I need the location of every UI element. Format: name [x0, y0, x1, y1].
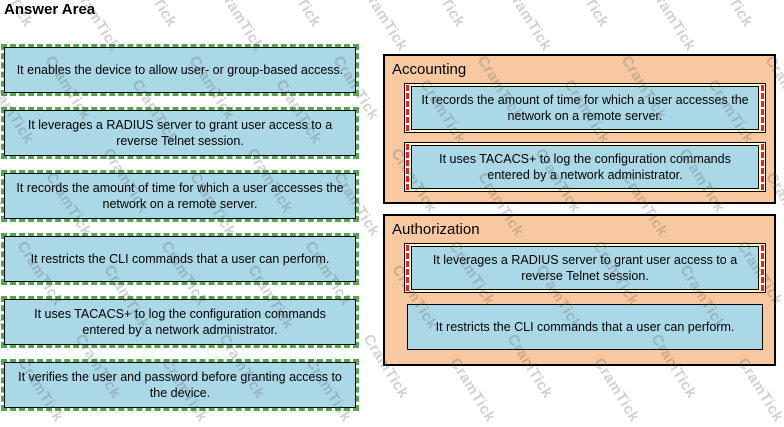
drag-option-4[interactable]: It restricts the CLI commands that a use… [1, 233, 359, 285]
accounting-title: Accounting [392, 61, 467, 78]
drag-option-2[interactable]: It leverages a RADIUS server to grant us… [1, 107, 359, 159]
authorization-drop-slot-2[interactable]: It restricts the CLI commands that a use… [404, 302, 766, 352]
drag-option-3[interactable]: It records the amount of time for which … [1, 170, 359, 222]
drag-option-5[interactable]: It uses TACACS+ to log the configuration… [1, 296, 359, 348]
authorization-slots: It leverages a RADIUS server to grant us… [385, 241, 774, 352]
drag-option-tile[interactable]: It restricts the CLI commands that a use… [4, 236, 356, 282]
accounting-drop-slot-2[interactable]: It uses TACACS+ to log the configuration… [404, 142, 766, 192]
authorization-box: Authorization It leverages a RADIUS serv… [383, 214, 776, 366]
dropped-answer-tile[interactable]: It restricts the CLI commands that a use… [407, 304, 763, 350]
accounting-drop-slot-1[interactable]: It records the amount of time for which … [404, 83, 766, 133]
dropped-answer-tile[interactable]: It records the amount of time for which … [411, 86, 759, 130]
drag-option-tile[interactable]: It records the amount of time for which … [4, 173, 356, 219]
accounting-slots: It records the amount of time for which … [385, 81, 774, 192]
drag-option-tile[interactable]: It leverages a RADIUS server to grant us… [4, 110, 356, 156]
drag-option-tile[interactable]: It enables the device to allow user- or … [4, 47, 356, 93]
drag-option-1[interactable]: It enables the device to allow user- or … [1, 44, 359, 96]
drag-option-tile[interactable]: It verifies the user and password before… [4, 362, 356, 408]
accounting-box: Accounting It records the amount of time… [383, 54, 776, 204]
drag-option-tile[interactable]: It uses TACACS+ to log the configuration… [4, 299, 356, 345]
drag-option-6[interactable]: It verifies the user and password before… [1, 359, 359, 411]
authorization-title: Authorization [392, 221, 480, 238]
options-column: It enables the device to allow user- or … [1, 44, 359, 411]
dropped-answer-tile[interactable]: It uses TACACS+ to log the configuration… [411, 145, 759, 189]
authorization-drop-slot-1[interactable]: It leverages a RADIUS server to grant us… [404, 243, 766, 293]
page-title: Answer Area [4, 1, 96, 18]
dropped-answer-tile[interactable]: It leverages a RADIUS server to grant us… [411, 246, 759, 290]
